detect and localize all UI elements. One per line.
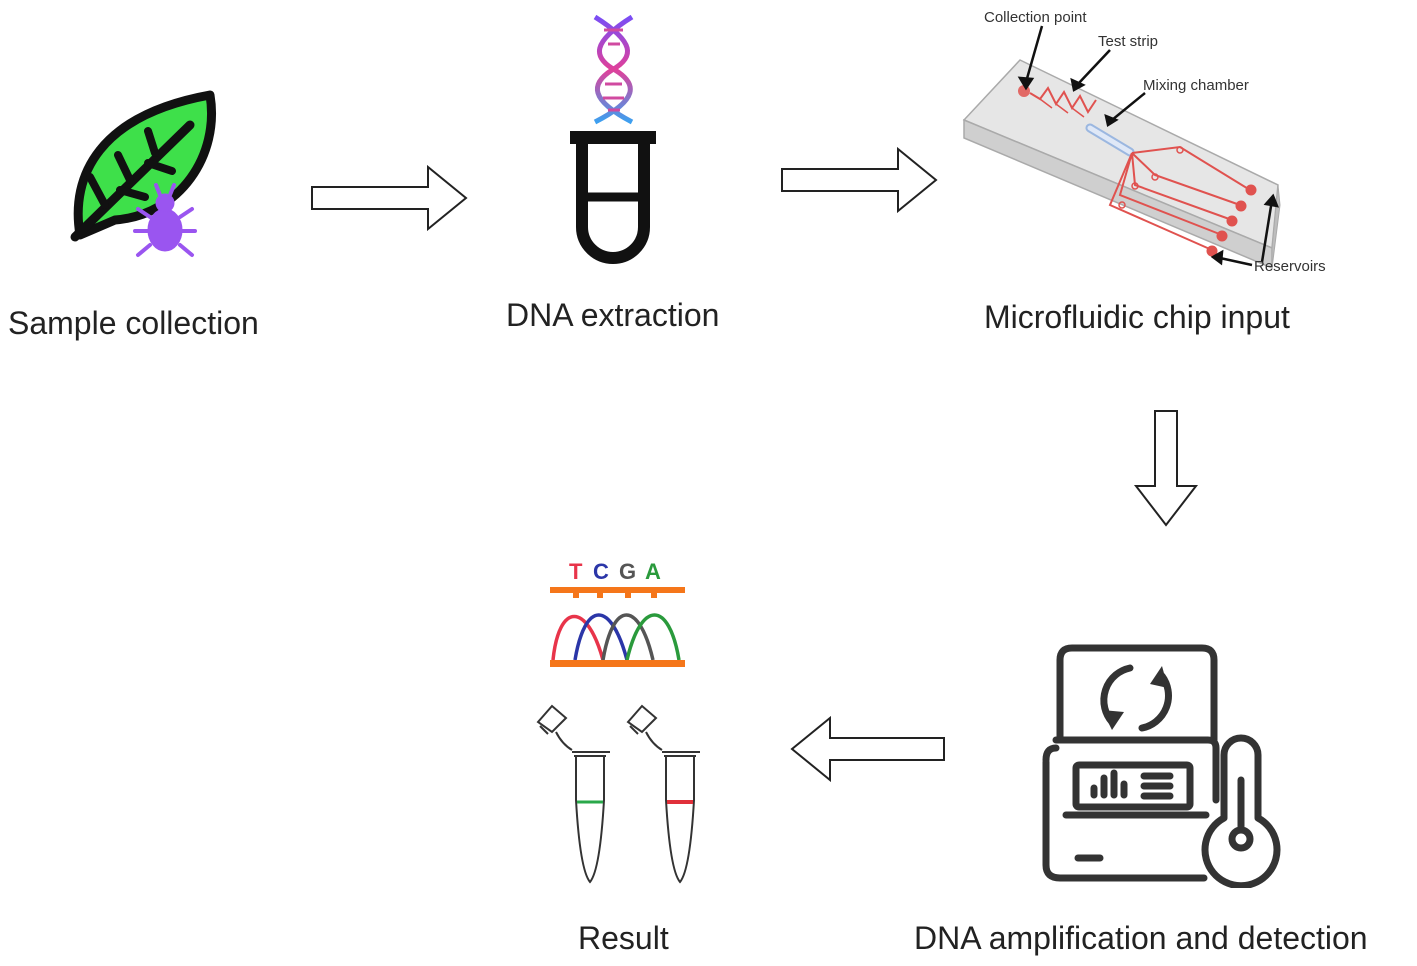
- seq-letter-a: A: [645, 559, 661, 584]
- arrow-down-icon: [1133, 410, 1199, 527]
- arrow-left-icon: [790, 716, 945, 782]
- arrow-right-icon: [781, 147, 938, 213]
- sequencing-chromatogram-icon: T C G A: [550, 559, 685, 667]
- callout-mixing-chamber: Mixing chamber: [1143, 77, 1249, 94]
- dna-test-tube-icon: [570, 14, 656, 264]
- seq-letter-t: T: [569, 559, 583, 584]
- tube-green-band-icon: [536, 704, 610, 884]
- leaf-with-bug-icon: [70, 90, 216, 257]
- seq-letter-c: C: [593, 559, 609, 584]
- callout-test-strip: Test strip: [1098, 33, 1158, 50]
- callout-reservoirs: Reservoirs: [1254, 258, 1326, 275]
- step-label-microfluidic-chip-input: Microfluidic chip input: [984, 299, 1290, 335]
- microfluidic-chip-icon: Collection point Test strip Mixing chamb…: [962, 9, 1326, 275]
- seq-letter-g: G: [619, 559, 636, 584]
- step-label-sample-collection: Sample collection: [8, 305, 259, 341]
- step-label-dna-extraction: DNA extraction: [506, 297, 720, 333]
- step-label-dna-amplification-detection: DNA amplification and detection: [914, 920, 1368, 956]
- step-label-result: Result: [578, 920, 669, 956]
- thermocycler-icon: [1042, 644, 1281, 888]
- callout-collection-point: Collection point: [984, 9, 1087, 26]
- arrow-right-icon: [311, 165, 468, 231]
- tube-red-band-icon: [626, 704, 700, 884]
